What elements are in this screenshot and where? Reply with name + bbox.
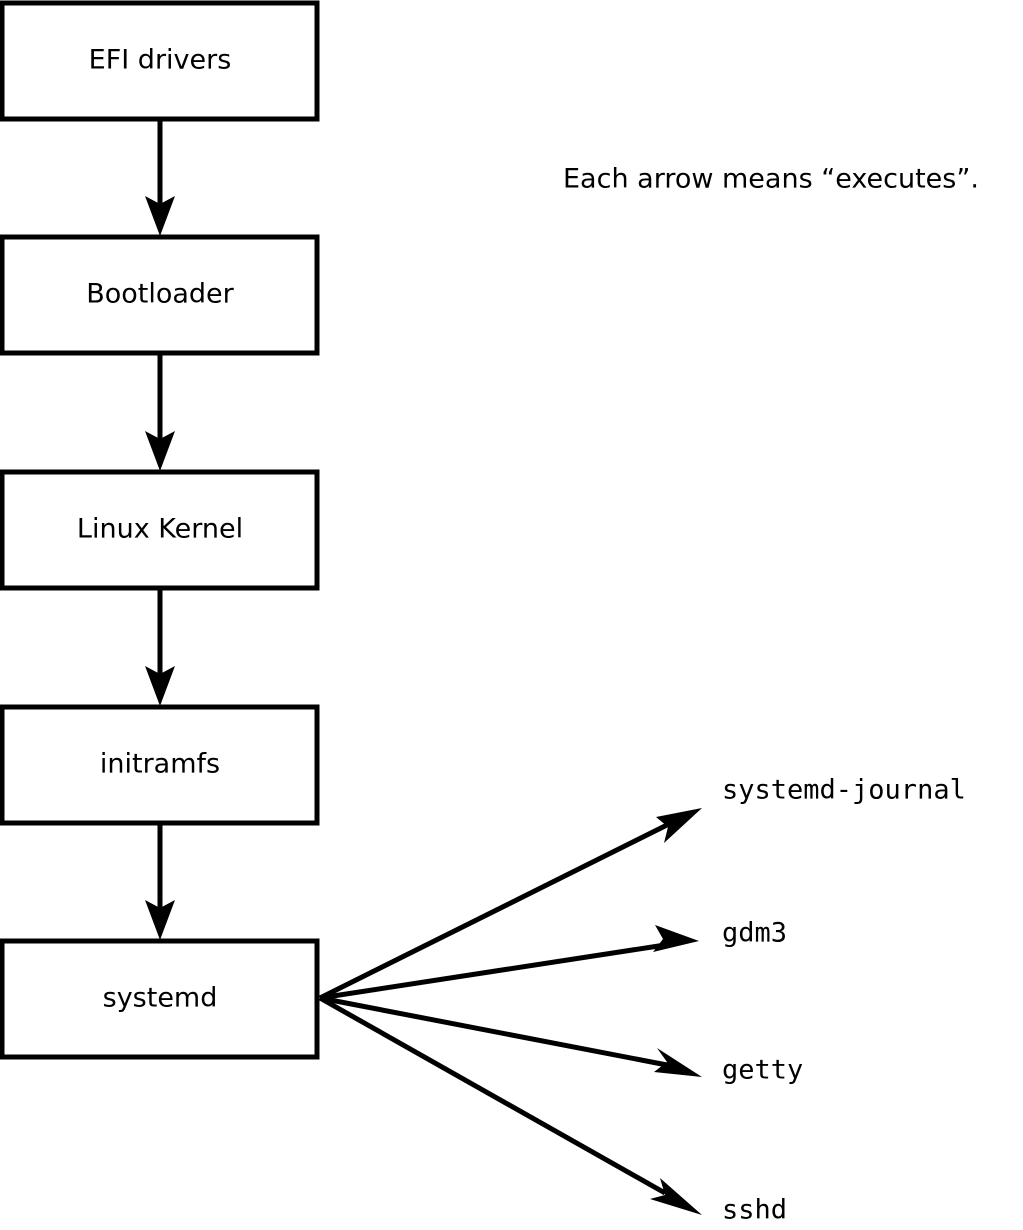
edge-systemd-to-gdm3 <box>319 925 699 1001</box>
node-box-bootloader[interactable] <box>0 234 320 356</box>
node-box-initramfs[interactable] <box>0 704 320 826</box>
node-box-efi-drivers[interactable] <box>0 0 320 122</box>
service-label-systemd-journal: systemd-journal <box>722 775 966 806</box>
edge-systemd-to-getty <box>319 995 702 1077</box>
edge-systemd-to-systemd-journal <box>318 808 702 1001</box>
legend-note: Each arrow means “executes”. <box>563 164 979 195</box>
node-systemd[interactable]: systemd <box>0 938 320 1060</box>
arrowhead-down-icon-initramfs-to-systemd <box>145 900 175 940</box>
service-label-gdm3: gdm3 <box>722 918 787 949</box>
service-label-sshd: sshd <box>722 1195 787 1226</box>
node-initramfs[interactable]: initramfs <box>0 704 320 826</box>
arrowhead-down-icon-bootloader-to-kernel <box>145 431 175 471</box>
edge-line-systemd-to-gdm3 <box>319 942 666 1001</box>
edge-line-systemd-to-systemd-journal <box>318 821 671 1001</box>
node-label-bootloader: Bootloader <box>86 279 234 310</box>
arrowhead-icon-sshd <box>650 1178 702 1215</box>
node-efi-drivers[interactable]: EFI drivers <box>0 0 320 122</box>
node-label-initramfs: initramfs <box>100 749 220 780</box>
edge-efi-to-bootloader <box>145 119 175 236</box>
service-label-getty: getty <box>722 1055 803 1086</box>
node-label-systemd: systemd <box>103 983 218 1014</box>
edge-initramfs-to-systemd <box>145 823 175 940</box>
arrowhead-icon-systemd-journal <box>656 808 702 843</box>
edge-kernel-to-initramfs <box>145 588 175 706</box>
arrowhead-icon-gdm3 <box>653 925 699 952</box>
node-box-systemd[interactable] <box>0 938 320 1060</box>
node-bootloader[interactable]: Bootloader <box>0 234 320 356</box>
node-linux-kernel[interactable]: Linux Kernel <box>0 469 320 591</box>
arrowhead-down-icon-efi-to-bootloader <box>145 196 175 236</box>
edge-line-systemd-to-getty <box>319 995 668 1068</box>
edge-bootloader-to-kernel <box>145 353 175 471</box>
node-label-linux-kernel: Linux Kernel <box>77 514 243 545</box>
node-label-efi-drivers: EFI drivers <box>89 45 232 76</box>
edge-line-systemd-to-sshd <box>318 995 667 1196</box>
edge-systemd-to-sshd <box>318 995 702 1215</box>
arrowhead-down-icon-kernel-to-initramfs <box>145 666 175 706</box>
arrowhead-icon-getty <box>654 1048 702 1077</box>
